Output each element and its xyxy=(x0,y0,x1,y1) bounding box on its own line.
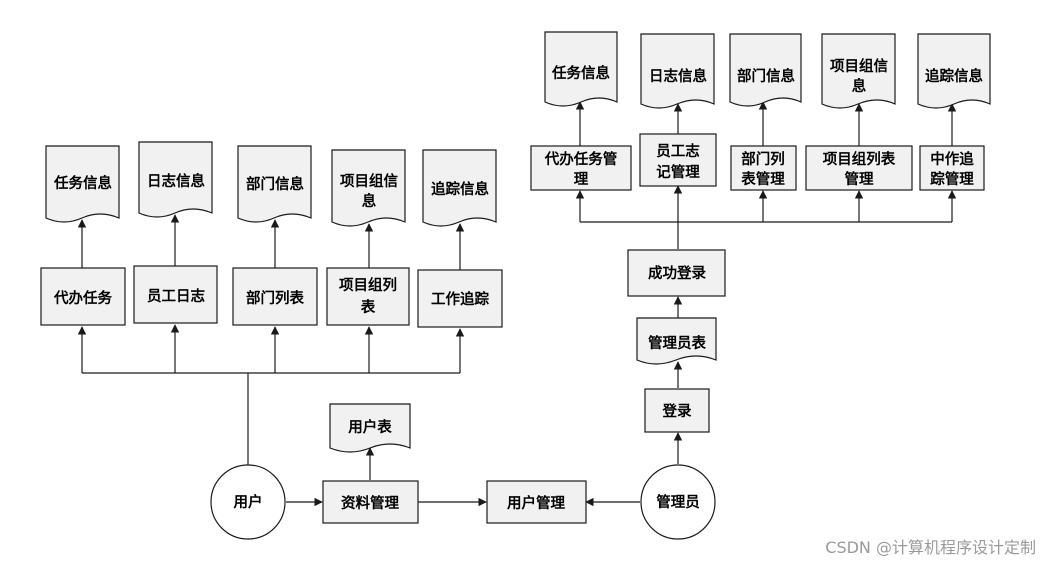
process-dept-list: 部门列表 xyxy=(232,267,318,326)
doc-left-task-info: 任务信息 xyxy=(45,145,120,223)
process-todo-task: 代办任务 xyxy=(40,267,126,326)
svg-text:登录: 登录 xyxy=(662,402,692,420)
doc-left-project-group-info: 项目组信 息 xyxy=(331,149,406,227)
doc-left-tracking-info: 追踪信息 xyxy=(422,149,497,227)
svg-text:员工志: 员工志 xyxy=(656,142,700,160)
entity-admin: 管理员 xyxy=(640,464,716,540)
svg-text:部门列: 部门列 xyxy=(741,150,785,168)
svg-text:用户管理: 用户管理 xyxy=(507,494,565,512)
svg-text:任务信息: 任务信息 xyxy=(551,64,610,82)
svg-text:项目组信: 项目组信 xyxy=(340,172,398,190)
svg-text:任务信息: 任务信息 xyxy=(53,174,112,192)
doc-left-dept-info: 部门信息 xyxy=(237,145,312,223)
svg-text:踪管理: 踪管理 xyxy=(930,170,974,188)
process-work-tracking: 工作追踪 xyxy=(417,269,503,328)
svg-text:日志信息: 日志信息 xyxy=(649,67,707,85)
svg-text:记管理: 记管理 xyxy=(656,163,700,181)
watermark: CSDN @计算机程序设计定制 xyxy=(825,538,1036,557)
left-connectors xyxy=(77,214,465,465)
svg-text:表管理: 表管理 xyxy=(741,170,785,188)
svg-text:日志信息: 日志信息 xyxy=(147,172,205,190)
svg-text:追踪信息: 追踪信息 xyxy=(431,180,489,198)
doc-right-task-info: 任务信息 xyxy=(544,31,618,107)
process-staff-log: 员工日志 xyxy=(133,265,218,324)
svg-text:用户表: 用户表 xyxy=(348,418,392,436)
svg-text:用户: 用户 xyxy=(234,493,263,511)
svg-text:管理: 管理 xyxy=(845,170,874,188)
svg-text:理: 理 xyxy=(574,171,589,188)
svg-text:追踪信息: 追踪信息 xyxy=(925,67,983,85)
svg-text:员工日志: 员工日志 xyxy=(147,287,205,305)
process-dept-list-management: 部门列 表管理 xyxy=(730,145,797,191)
svg-text:中作追: 中作追 xyxy=(930,150,974,168)
doc-right-project-group-info: 项目组信 息 xyxy=(821,33,896,109)
right-connectors xyxy=(575,101,957,464)
process-login-success: 成功登录 xyxy=(627,249,726,297)
process-todo-task-management: 代办任务管 理 xyxy=(530,145,632,191)
doc-left-log-info: 日志信息 xyxy=(138,141,213,218)
doc-right-dept-info: 部门信息 xyxy=(729,33,802,107)
process-project-group-list-management: 项目组列表 管理 xyxy=(805,145,913,191)
svg-text:息: 息 xyxy=(852,77,867,95)
svg-text:项目组信: 项目组信 xyxy=(830,57,888,75)
svg-text:管理员表: 管理员表 xyxy=(648,334,706,352)
entity-user: 用户 xyxy=(210,464,286,540)
svg-text:项目组列表: 项目组列表 xyxy=(823,150,896,168)
doc-admin-table: 管理员表 xyxy=(636,317,717,365)
process-login: 登录 xyxy=(644,388,710,433)
svg-text:工作追踪: 工作追踪 xyxy=(431,290,489,308)
svg-text:代办任务: 代办任务 xyxy=(53,289,112,307)
doc-right-log-info: 日志信息 xyxy=(640,33,715,109)
bottom-connectors xyxy=(286,447,640,507)
process-user-management: 用户管理 xyxy=(486,480,587,524)
svg-text:项目组列: 项目组列 xyxy=(339,276,397,294)
svg-text:部门信息: 部门信息 xyxy=(246,175,304,193)
svg-text:息: 息 xyxy=(362,192,377,210)
svg-text:代办任务管: 代办任务管 xyxy=(544,150,618,168)
process-data-management: 资料管理 xyxy=(322,480,419,524)
doc-user-table: 用户表 xyxy=(329,403,411,453)
svg-text:部门列表: 部门列表 xyxy=(246,289,304,307)
doc-right-tracking-info: 追踪信息 xyxy=(917,33,991,109)
svg-text:成功登录: 成功登录 xyxy=(648,264,706,282)
process-tracking-management: 中作追 踪管理 xyxy=(919,145,985,191)
svg-text:管理员: 管理员 xyxy=(656,493,700,511)
process-project-group-list: 项目组列 表 xyxy=(326,267,410,326)
process-staff-log-management: 员工志 记管理 xyxy=(639,133,717,187)
svg-text:部门信息: 部门信息 xyxy=(737,67,795,85)
svg-text:资料管理: 资料管理 xyxy=(341,494,399,512)
svg-text:表: 表 xyxy=(361,298,376,316)
